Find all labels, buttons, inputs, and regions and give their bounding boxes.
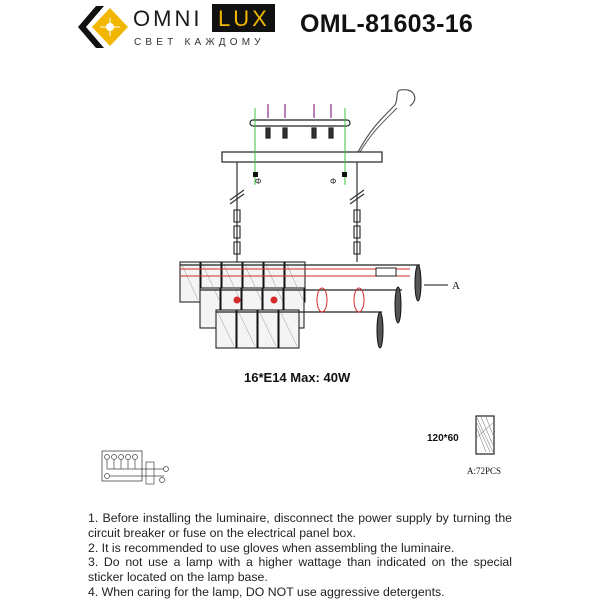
crystal-size: 120*60 [427, 433, 459, 444]
note-item: 3. Do not use a lamp with a higher watta… [88, 555, 512, 585]
safety-notes: 1. Before installing the luminaire, disc… [88, 511, 512, 600]
note-item: 2. It is recommended to use gloves when … [88, 540, 455, 555]
note-item: 1. Before installing the luminaire, disc… [88, 511, 512, 540]
brand-name-omni: OMNI [133, 6, 203, 31]
lamp-spec: 16*E14 Max: 40W [244, 370, 351, 385]
callout-label: A [452, 280, 460, 292]
svg-text:Φ: Φ [255, 177, 261, 186]
canopy-plate [221, 151, 383, 163]
crystal-prism-icon [475, 415, 495, 455]
brand-tagline: СВЕТ КАЖДОМУ [134, 37, 265, 48]
terminal-block-icon [101, 450, 169, 485]
chandelier-drawing: Φ Φ A [179, 89, 460, 349]
mounting-bracket [249, 104, 351, 139]
note-item: 4. When caring for the lamp, DO NOT use … [88, 584, 445, 599]
crystal-rows [179, 261, 306, 349]
brand-name-lux: LUX [212, 4, 275, 32]
crystal-count: A:72PCS [467, 466, 502, 476]
model-number: OML-81603-16 [300, 10, 474, 38]
diamond-sun-logo-icon [78, 6, 128, 48]
svg-text:Φ: Φ [330, 177, 336, 186]
